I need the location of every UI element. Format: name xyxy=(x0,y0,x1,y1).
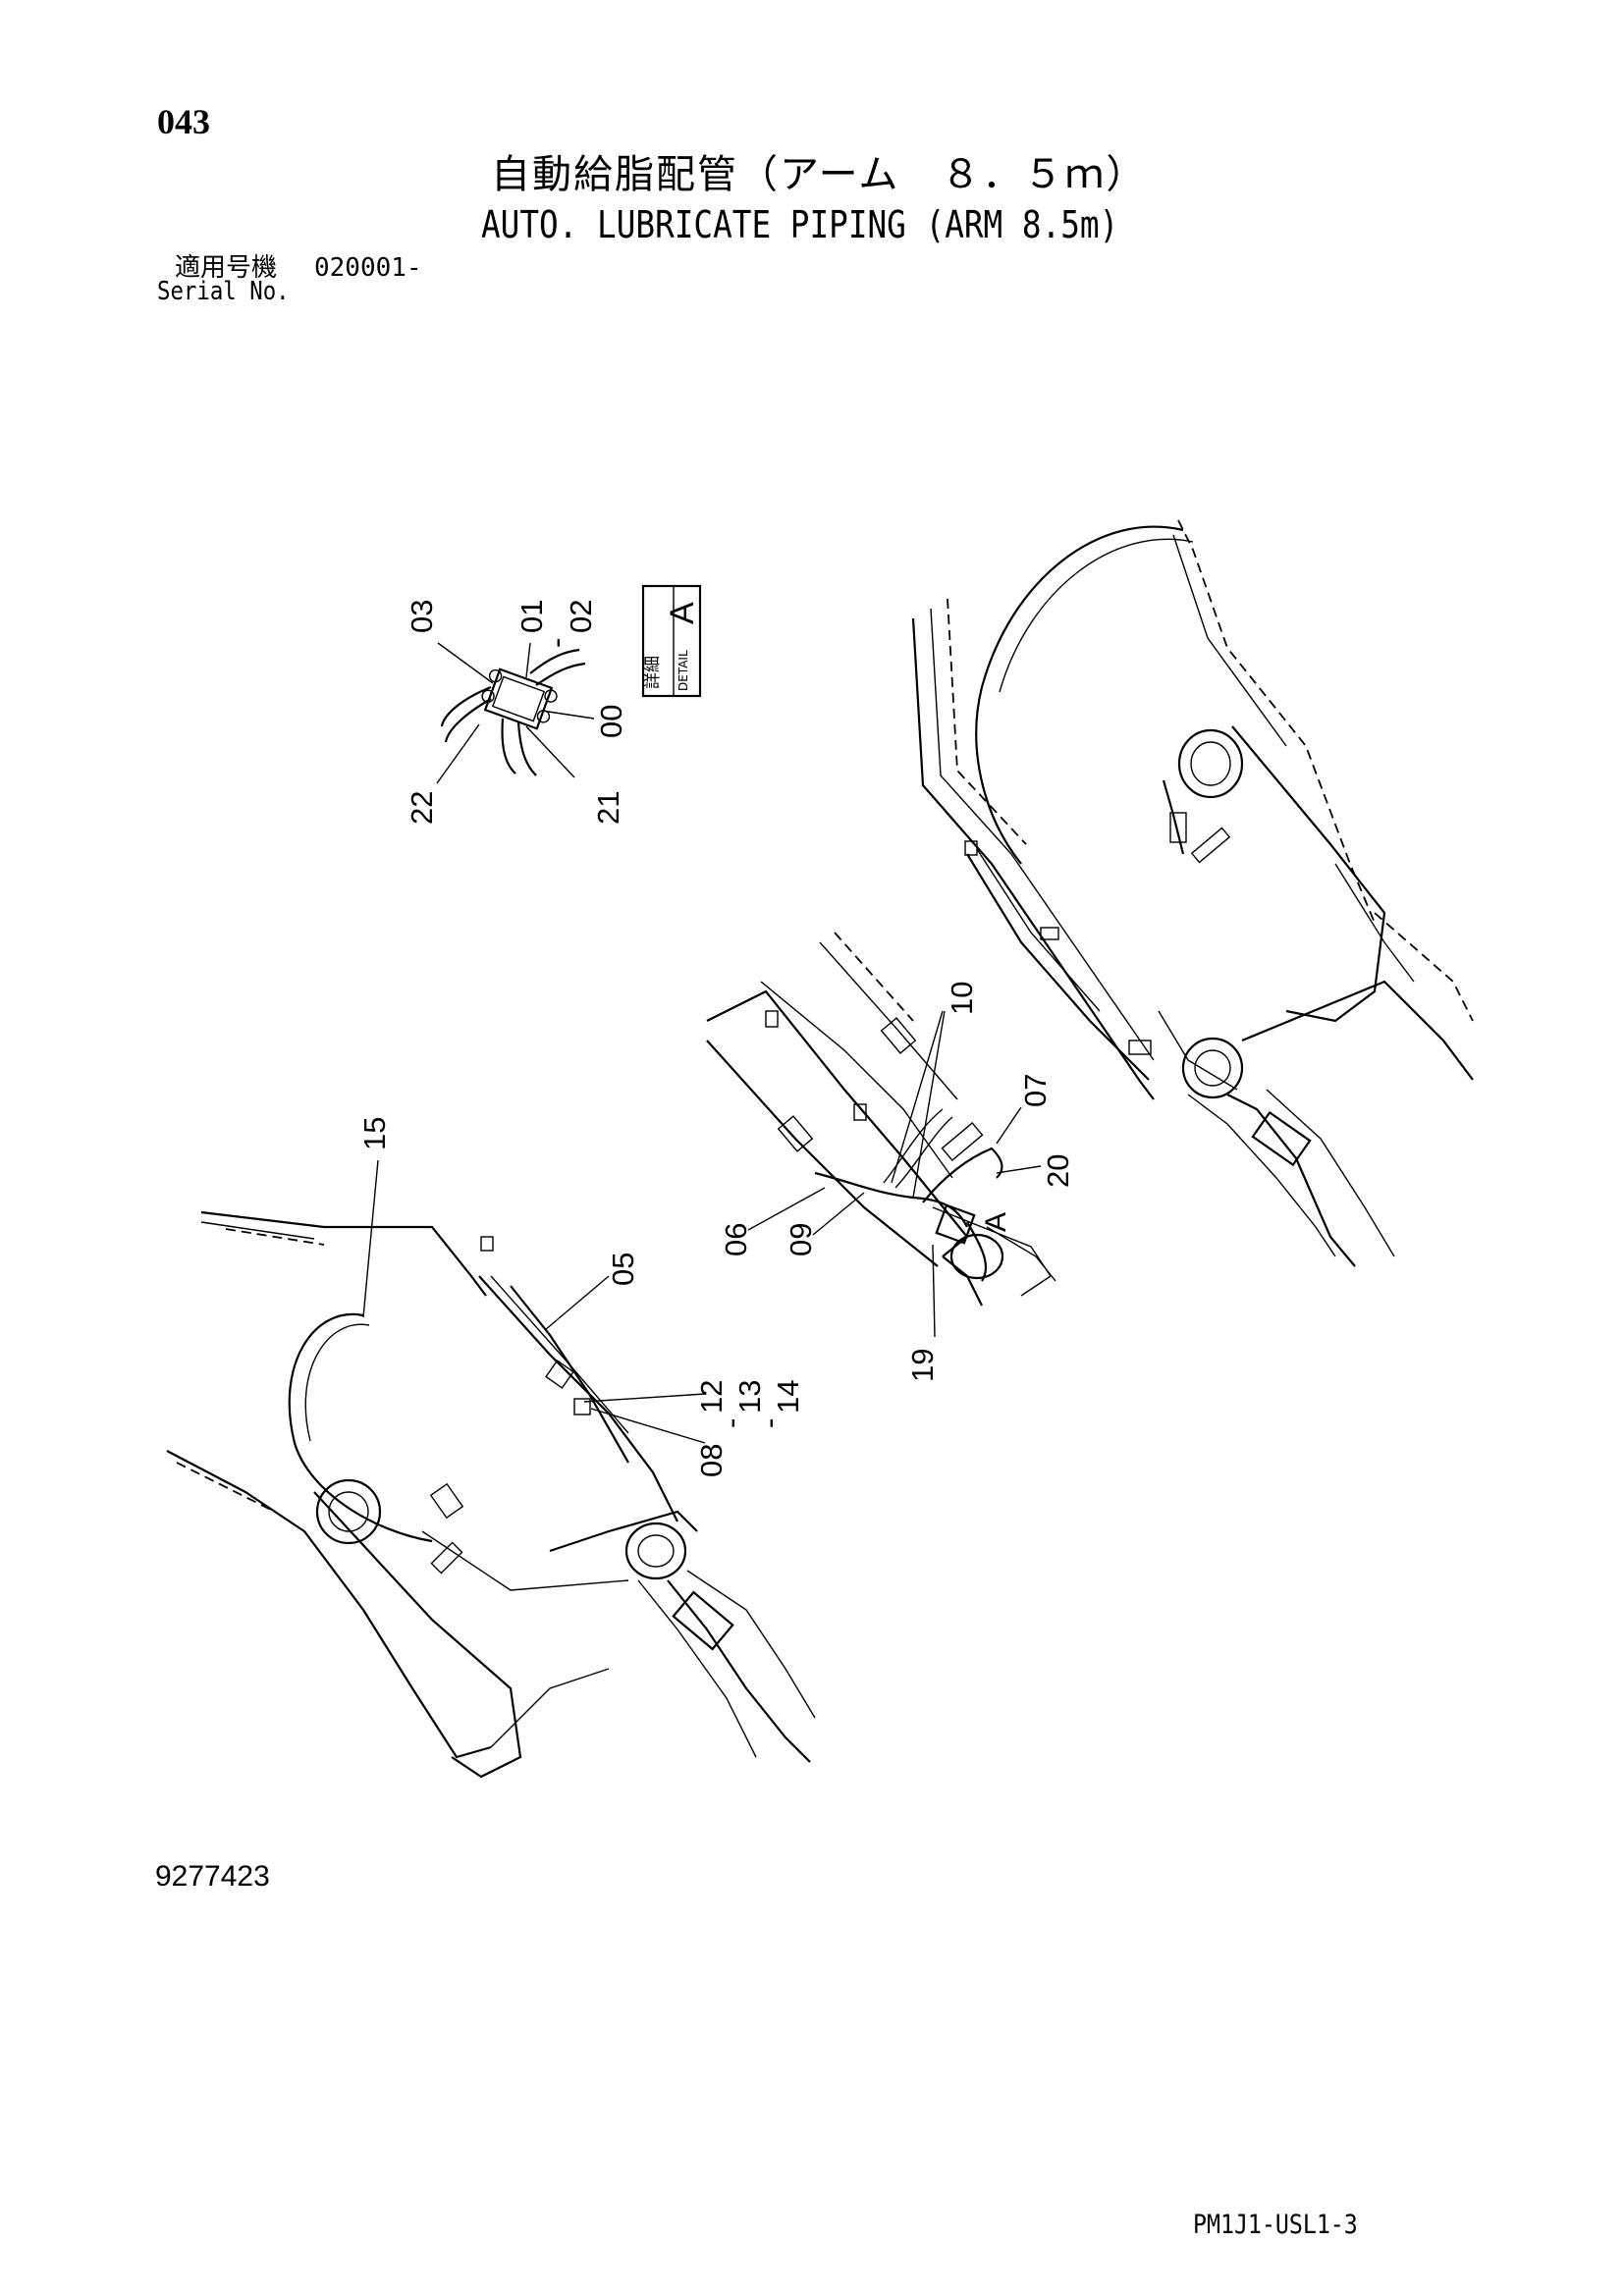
callout-13-14-dash: - xyxy=(752,1418,786,1428)
callout-22: 22 xyxy=(405,791,439,825)
callout-06: 06 xyxy=(719,1223,753,1256)
arm-left-view xyxy=(166,1159,816,1779)
callout-21: 21 xyxy=(591,791,625,825)
serial-number-value: 020001- xyxy=(314,253,422,283)
arm-center-view xyxy=(706,932,1056,1338)
callout-15: 15 xyxy=(357,1117,392,1150)
callout-00: 00 xyxy=(594,705,628,738)
callout-02: 02 xyxy=(564,600,598,633)
callout-07: 07 xyxy=(1018,1074,1053,1107)
detail-box-frame xyxy=(641,584,702,698)
callout-09: 09 xyxy=(784,1223,818,1256)
callout-12: 12 xyxy=(694,1380,729,1414)
detail-box-label-ja: 詳細 xyxy=(643,656,663,689)
detail-a-inset: 詳細 DETAIL A xyxy=(436,584,702,784)
drawing-code: PM1J1-USL1-3 xyxy=(1193,2210,1358,2240)
callout-01-02-dash: - xyxy=(539,638,573,648)
callout-01: 01 xyxy=(514,600,549,633)
arm-right-view xyxy=(911,519,1474,1267)
callout-13: 13 xyxy=(732,1380,767,1414)
document-number: 9277423 xyxy=(155,1860,270,1893)
callout-12-13-dash: - xyxy=(714,1418,748,1428)
serial-label-japanese: 適用号機 xyxy=(175,253,278,283)
title-japanese: 自動給脂配管（アーム ８．５ｍ） xyxy=(491,152,1148,197)
callout-19: 19 xyxy=(905,1349,940,1382)
callout-14: 14 xyxy=(771,1380,805,1414)
callout-05: 05 xyxy=(606,1253,640,1286)
page-number: 043 xyxy=(157,102,210,141)
callout-20: 20 xyxy=(1041,1154,1075,1188)
title-english: AUTO. LUBRICATE PIPING (ARM 8.5m) xyxy=(481,203,1119,246)
callout-03: 03 xyxy=(405,600,439,633)
serial-label-english: Serial No. xyxy=(157,277,290,306)
callout-08: 08 xyxy=(694,1444,729,1477)
detail-box-letter: A xyxy=(664,602,701,624)
detail-a-marker: A xyxy=(980,1212,1012,1232)
callout-10: 10 xyxy=(945,982,979,1015)
detail-box-label-en: DETAIL xyxy=(677,650,690,691)
